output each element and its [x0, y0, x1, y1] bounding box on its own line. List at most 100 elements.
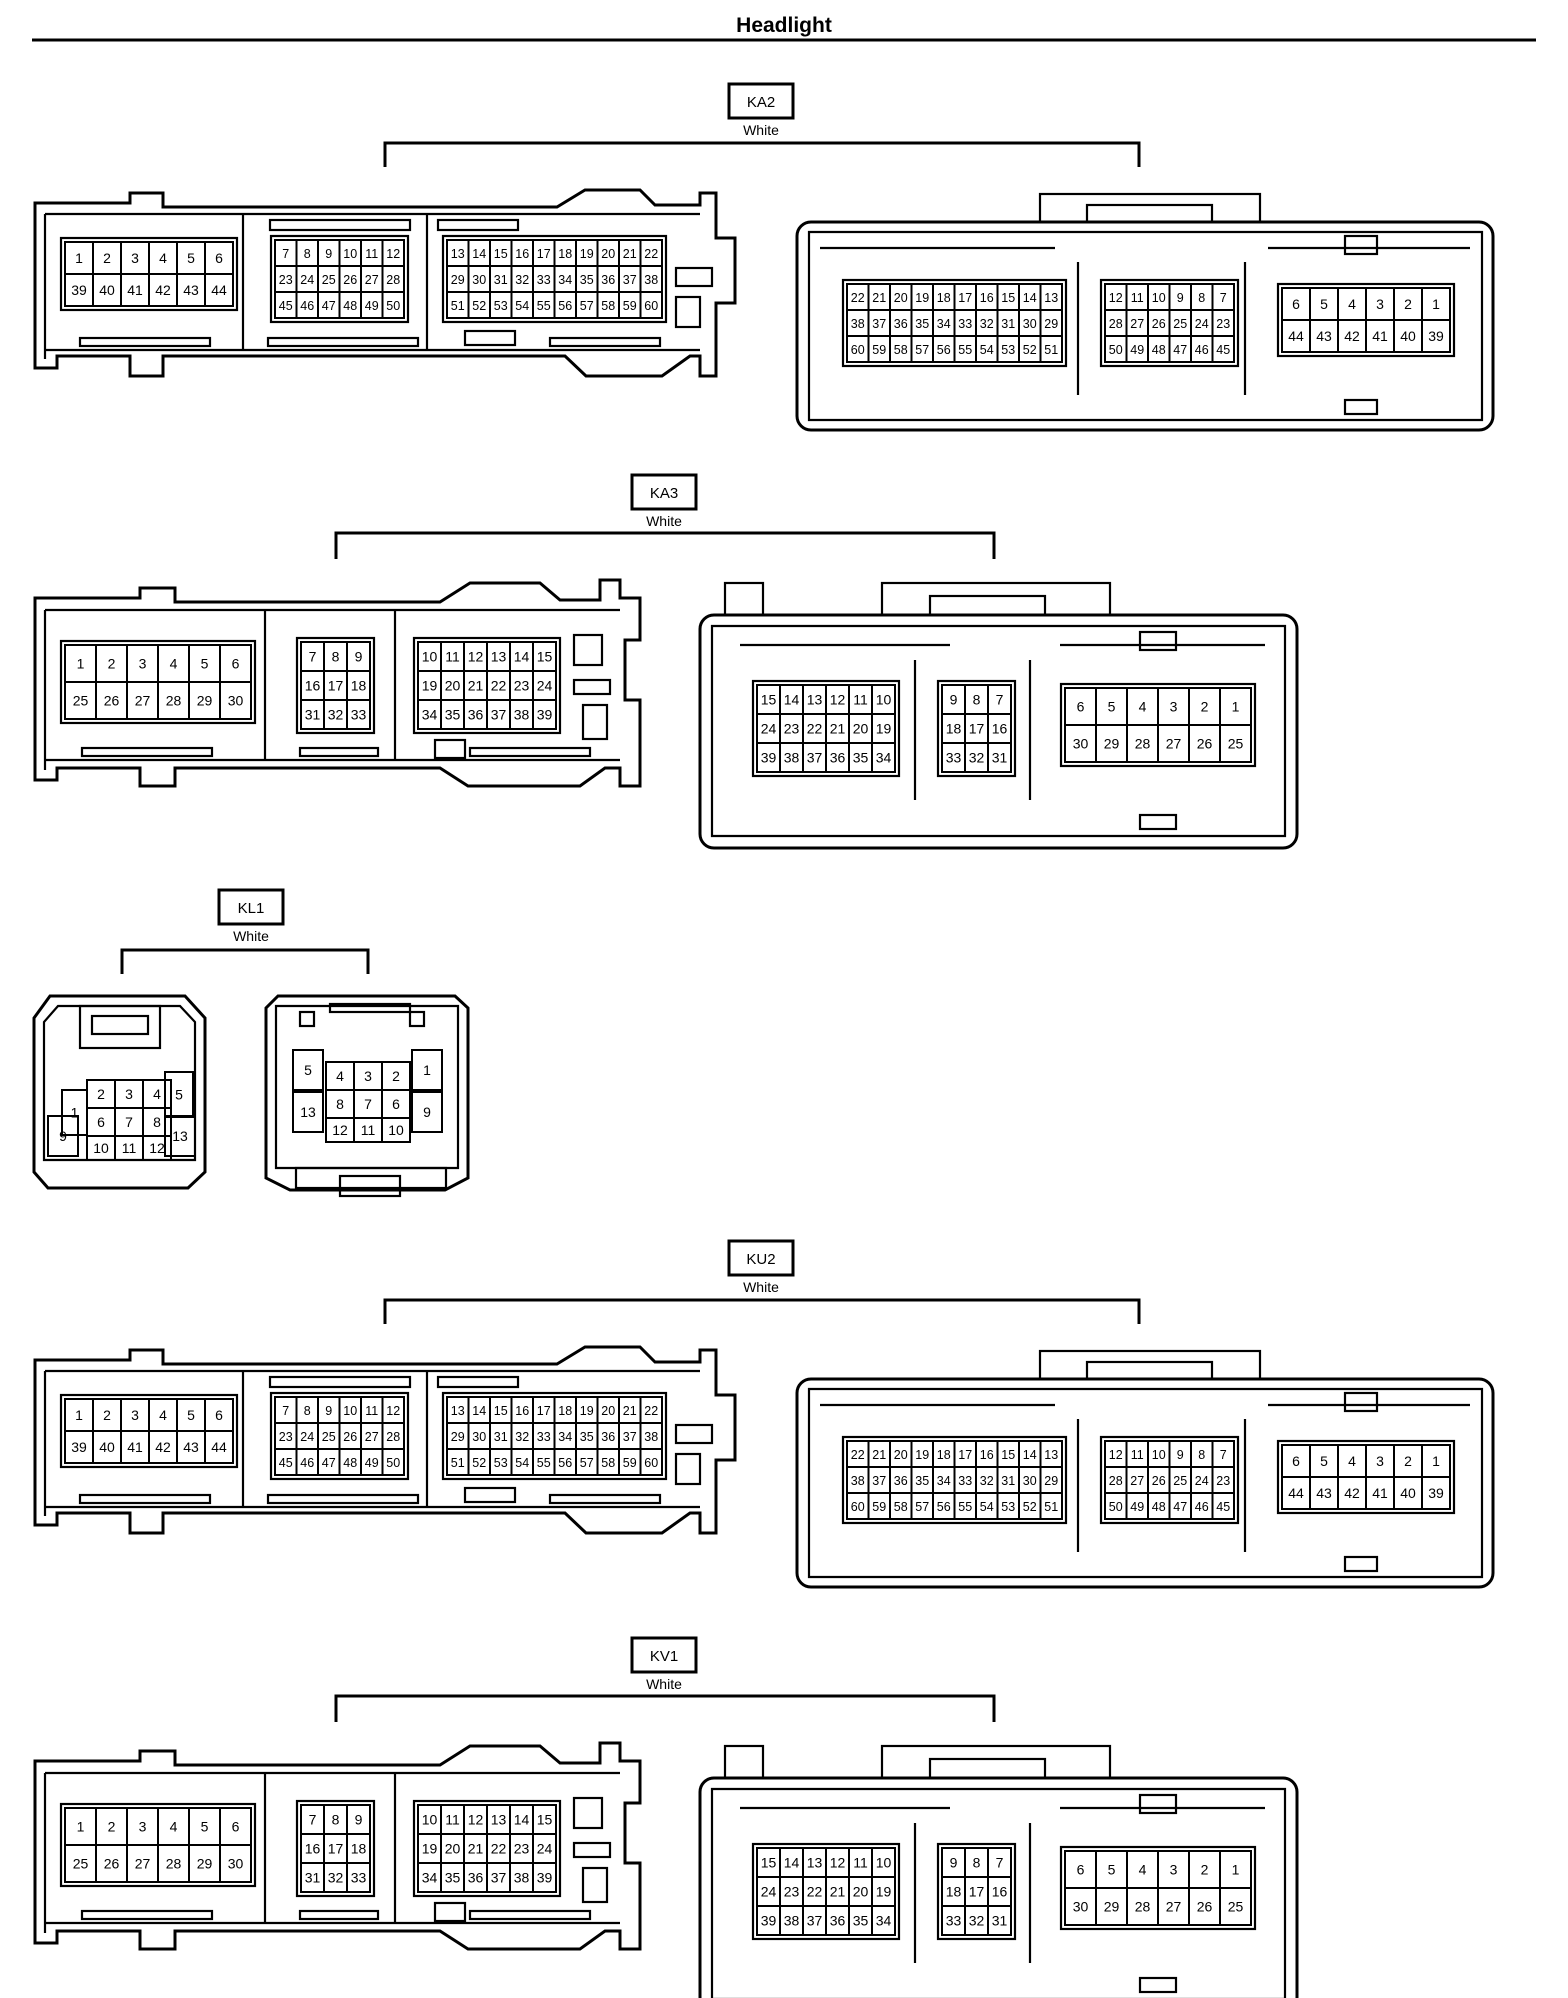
pin-number: 37 [491, 1870, 507, 1886]
pin-block [412, 636, 562, 735]
pin-number: 32 [515, 1430, 529, 1444]
pin-number: 26 [104, 693, 120, 709]
pin-number: 8 [1198, 291, 1205, 305]
pin-number: 10 [876, 1855, 892, 1871]
pin-number: 20 [601, 247, 615, 261]
pin-cell [219, 1844, 252, 1883]
pin-number: 58 [601, 299, 615, 313]
pin-number: 22 [807, 721, 823, 737]
pin-number: 13 [300, 1104, 316, 1120]
pin-cell [532, 699, 557, 730]
bracket [334, 531, 996, 559]
pin-number: 16 [980, 1448, 994, 1462]
pin-cell [292, 1049, 324, 1091]
pin-block [59, 236, 239, 312]
pin-number: 32 [515, 273, 529, 287]
pin-number: 24 [1195, 1474, 1209, 1488]
pin-number: 39 [71, 282, 87, 298]
pin-cell [292, 1091, 324, 1133]
latch-slot [433, 738, 467, 760]
pin-number: 35 [915, 1474, 929, 1488]
pin-number: 43 [183, 282, 199, 298]
pin-number: 53 [494, 1456, 508, 1470]
pin-number: 46 [1195, 343, 1209, 357]
pin-number: 39 [537, 707, 553, 723]
pin-number: 50 [1109, 1500, 1123, 1514]
pin-number: 18 [351, 678, 367, 694]
pin-cell [411, 1049, 443, 1091]
pin-number: 22 [851, 1448, 865, 1462]
pin-number: 14 [514, 1812, 530, 1828]
pin-number: 10 [388, 1122, 404, 1138]
pin-number: 34 [558, 1430, 572, 1444]
pin-number: 8 [332, 1812, 340, 1828]
housing-tab [1038, 1349, 1262, 1381]
housing-tab-inner [1085, 203, 1214, 224]
pin-number: 32 [328, 1870, 344, 1886]
connector-name: KU2 [746, 1251, 775, 1268]
pin-number: 5 [201, 656, 209, 672]
pin-cell [639, 291, 663, 319]
pin-number: 24 [300, 273, 314, 287]
pin-block [841, 1435, 1068, 1525]
pin-number: 52 [472, 1456, 486, 1470]
pin-number: 21 [623, 247, 637, 261]
pin-number: 3 [1170, 1862, 1178, 1878]
pin-number: 55 [537, 299, 551, 313]
pin-number: 59 [623, 299, 637, 313]
housing-tab-inner [928, 594, 1047, 617]
pin-number: 15 [494, 1404, 508, 1418]
pin-number: 54 [515, 299, 529, 313]
pin-number: 36 [468, 1870, 484, 1886]
housing-inner [710, 624, 1287, 838]
connector-color: White [743, 122, 779, 138]
pin-number: 10 [1152, 291, 1166, 305]
pin-number: 47 [1173, 1500, 1187, 1514]
pin-number: 17 [958, 1448, 972, 1462]
pin-number: 28 [166, 1856, 182, 1872]
pin-number: 41 [1372, 1485, 1388, 1501]
pin-number: 12 [386, 1404, 400, 1418]
pin-number: 20 [601, 1404, 615, 1418]
pin-number: 15 [537, 1812, 553, 1828]
pin-number: 30 [228, 1856, 244, 1872]
pin-number: 35 [580, 273, 594, 287]
pin-cell [532, 1862, 557, 1893]
pin-cell [219, 681, 252, 720]
latch-slot [468, 746, 592, 758]
pin-number: 3 [1376, 1453, 1384, 1469]
pin-number: 34 [937, 317, 951, 331]
pin-number: 48 [343, 1456, 357, 1470]
pin-number: 11 [365, 1404, 378, 1418]
pin-number: 33 [537, 273, 551, 287]
pin-number: 20 [445, 678, 461, 694]
key-slot [572, 678, 612, 696]
pin-number: 1 [423, 1062, 431, 1078]
housing-outline [33, 1741, 642, 1951]
pin-number: 11 [361, 1122, 376, 1138]
housing-tab [880, 1744, 1112, 1780]
pin-cell [871, 742, 896, 773]
pin-number: 32 [980, 317, 994, 331]
pin-number: 42 [155, 282, 171, 298]
key-slot [1138, 630, 1178, 652]
pin-number: 21 [872, 291, 886, 305]
pin-number: 29 [1104, 1899, 1120, 1915]
pin-number: 43 [183, 1439, 199, 1455]
pin-number: 8 [153, 1114, 161, 1130]
pin-block [751, 679, 901, 778]
pin-number: 56 [558, 299, 572, 313]
latch-slot [298, 1909, 380, 1921]
pin-number: 18 [351, 1841, 367, 1857]
pin-number: 31 [494, 1430, 508, 1444]
pin-number: 6 [1292, 1453, 1300, 1469]
pin-number: 34 [422, 707, 438, 723]
pin-number: 54 [980, 1500, 994, 1514]
pin-number: 2 [392, 1068, 400, 1084]
pin-number: 6 [232, 1819, 240, 1835]
pin-number: 23 [1216, 1474, 1230, 1488]
pin-number: 17 [328, 678, 344, 694]
